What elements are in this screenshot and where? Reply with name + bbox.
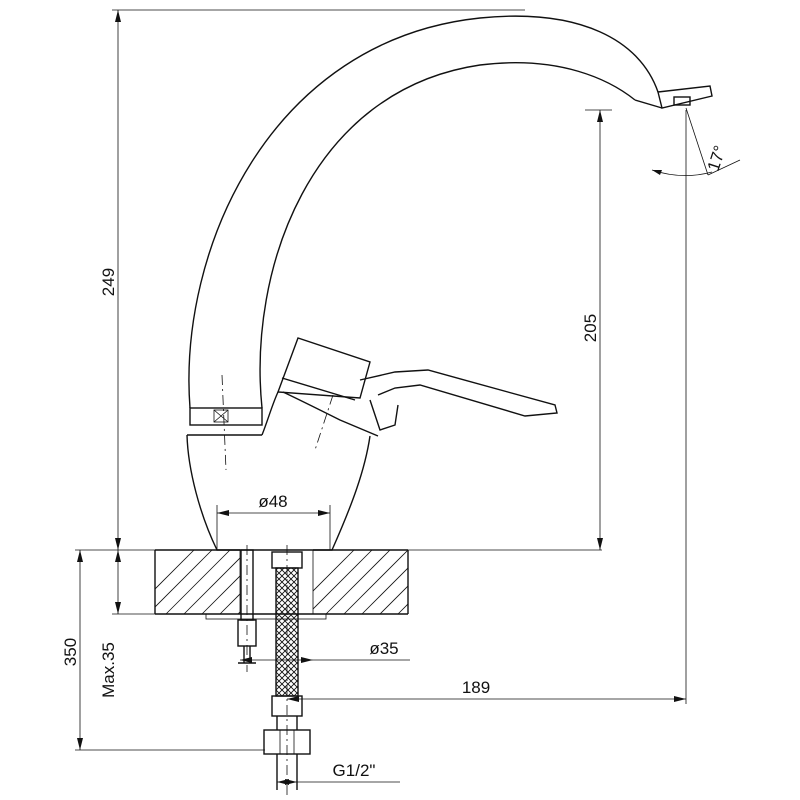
faucet-spout: [188, 15, 713, 471]
dim-base-diameter: ø48: [216, 492, 331, 550]
lever-handle: [277, 337, 558, 451]
dim-hole-diameter: ø35: [240, 639, 410, 663]
countertop-hatch-left: [155, 550, 240, 615]
dim-reach: 189: [287, 678, 686, 702]
countertop-hatch-right: [313, 550, 408, 615]
dim-connection-label: G1/2": [333, 761, 376, 780]
dim-spout-height: 205: [581, 110, 603, 550]
faucet-body: [186, 391, 371, 551]
dim-hose-length: 350: [61, 550, 83, 750]
mounting-hardware: [237, 545, 257, 672]
dim-total-height-label: 249: [99, 268, 118, 296]
supply-hose: [263, 545, 311, 795]
dim-base-diameter-label: ø48: [258, 492, 287, 511]
dim-total-height: 249: [99, 10, 121, 550]
dim-spout-angle-label: 17°: [704, 143, 730, 173]
dim-connection: G1/2": [277, 761, 400, 785]
dim-hole-diameter-label: ø35: [369, 639, 398, 658]
dim-hose-length-label: 350: [61, 638, 80, 666]
dim-max-thickness: Max.35: [99, 550, 121, 698]
dim-max-thickness-label: Max.35: [99, 642, 118, 698]
dim-spout-angle: 17°: [651, 107, 741, 176]
dim-spout-height-label: 205: [581, 314, 600, 342]
dim-reach-label: 189: [462, 678, 490, 697]
